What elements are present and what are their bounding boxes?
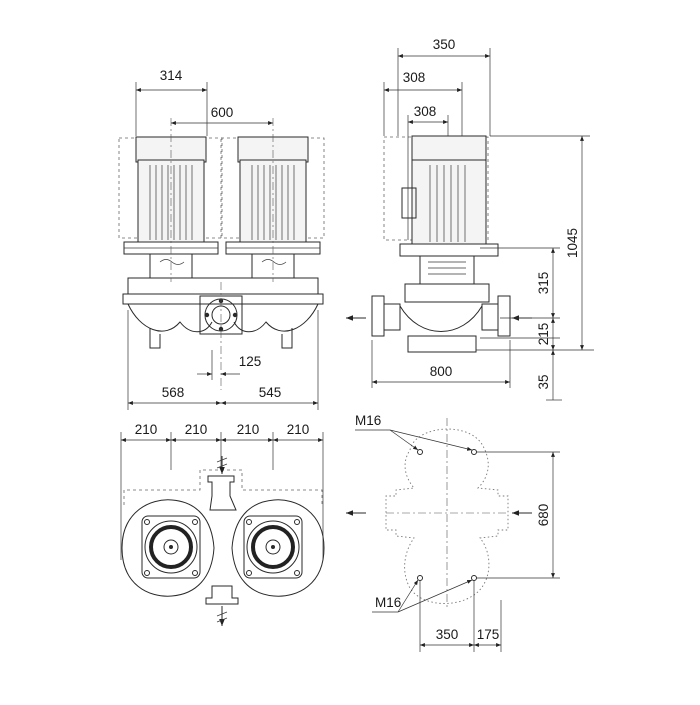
top-housing-left	[121, 499, 215, 597]
dim-front-right-length: 545	[259, 385, 282, 400]
bolt-hole	[417, 575, 423, 581]
base-plate-view: M16 M16 680 350 175	[346, 413, 560, 652]
dim-front-motor-width: 314	[160, 68, 183, 83]
dim-side-width-b: 308	[414, 104, 437, 119]
bolt-hole	[471, 575, 477, 581]
dim-side-height-215: 215	[536, 323, 551, 346]
dim-top-210-2: 210	[185, 422, 208, 437]
dim-base-height-680: 680	[536, 504, 551, 527]
dim-front-shaft-distance: 600	[211, 105, 234, 120]
dim-front-flange-offset: 125	[239, 354, 262, 369]
front-view: 314 600 125 568 545	[118, 68, 325, 410]
right-motor	[225, 136, 321, 279]
label-bolt-bottom: M16	[375, 595, 401, 610]
dim-side-total-height: 1045	[565, 228, 580, 258]
top-view: 210 210 210 210	[120, 422, 325, 626]
dim-side-base-height: 35	[536, 374, 551, 389]
top-housing-right	[231, 499, 325, 597]
dim-side-width-total: 350	[433, 37, 456, 52]
dim-side-port-length: 800	[430, 364, 453, 379]
left-motor	[123, 136, 219, 279]
bolt-hole	[471, 449, 477, 455]
label-bolt-top: M16	[355, 413, 381, 428]
dim-top-210-3: 210	[237, 422, 260, 437]
dim-base-width-350: 350	[436, 627, 459, 642]
dim-top-210-4: 210	[287, 422, 310, 437]
side-motor	[399, 135, 499, 285]
dim-base-width-175: 175	[477, 627, 500, 642]
bolt-hole	[417, 449, 423, 455]
dim-front-left-length: 568	[162, 385, 185, 400]
twin-pump-housing	[122, 277, 324, 349]
dim-top-210-1: 210	[135, 422, 158, 437]
dim-side-height-315: 315	[536, 272, 551, 295]
side-view: 350 308 308 1045 315 215 35 800	[346, 37, 594, 401]
side-pump-housing	[371, 283, 511, 353]
dim-side-width-a: 308	[403, 70, 426, 85]
